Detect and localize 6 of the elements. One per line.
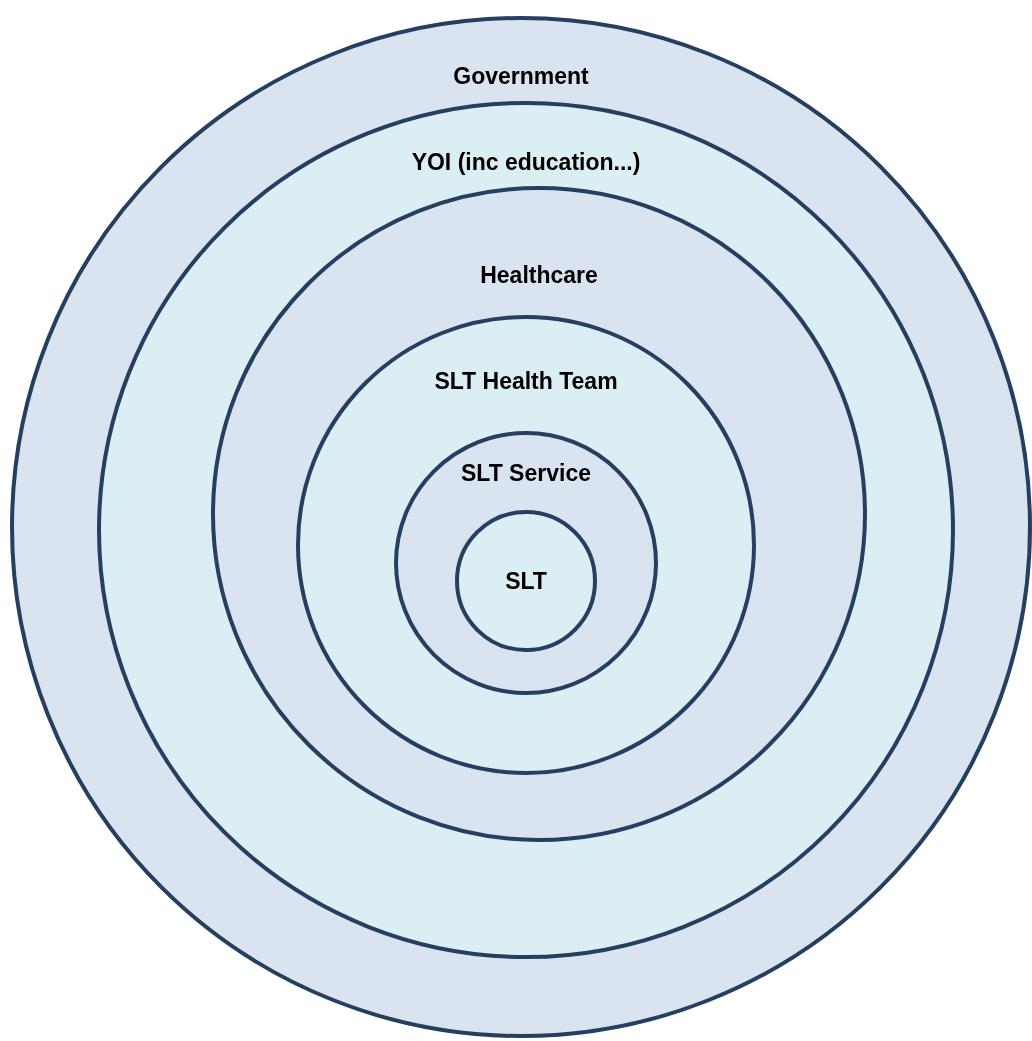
ring-label: Healthcare bbox=[480, 261, 598, 289]
ring-label: SLT bbox=[505, 567, 547, 595]
ring-label: Government bbox=[453, 62, 589, 90]
ring-label: YOI (inc education...) bbox=[411, 148, 641, 176]
ring-label: SLT Health Team bbox=[434, 367, 618, 395]
ring-label: SLT Service bbox=[461, 459, 591, 487]
